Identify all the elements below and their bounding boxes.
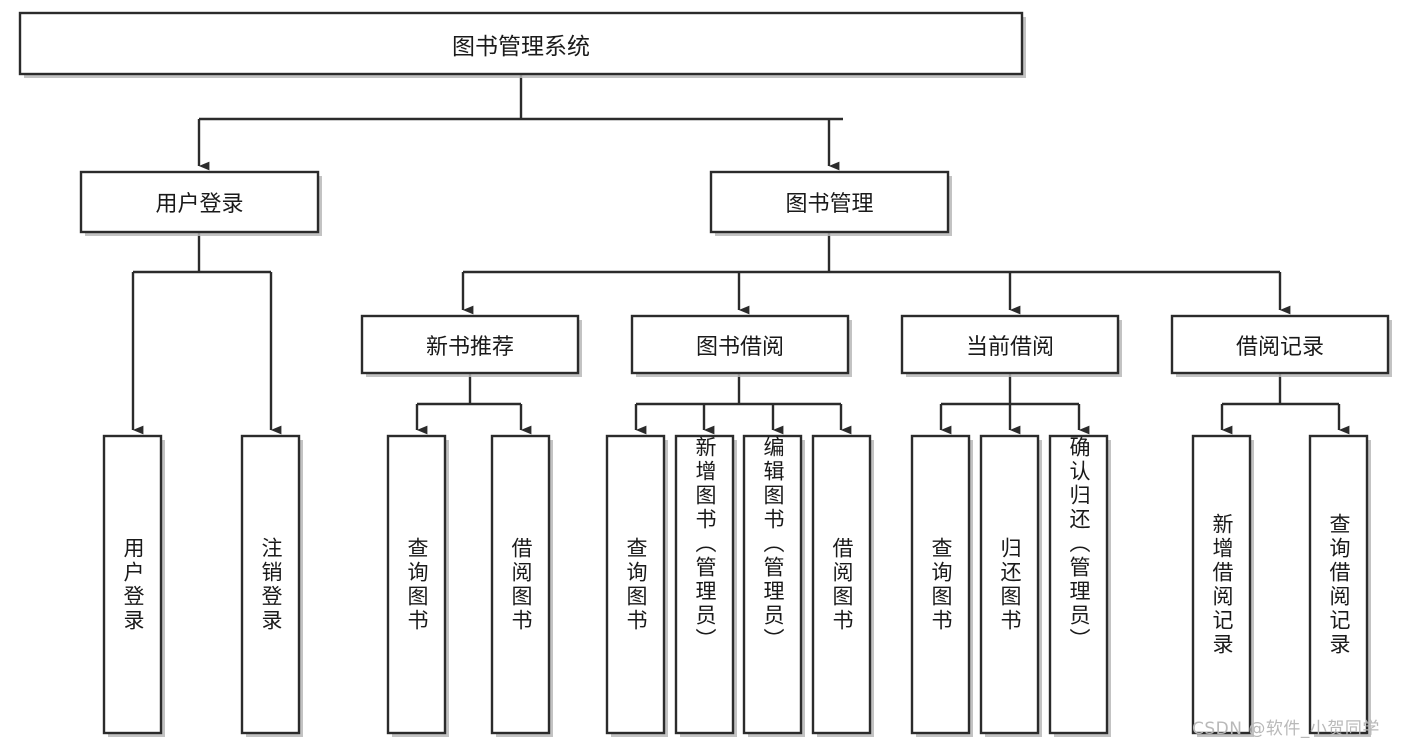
node-user-login[interactable]: [79, 170, 322, 236]
node-book-management[interactable]: [709, 170, 952, 236]
csdn-watermark: CSDN @软件_小贺同学: [1192, 719, 1380, 739]
node-leaf-query-book-3[interactable]: [910, 434, 973, 737]
node-leaf-confirm-return[interactable]: [1048, 434, 1111, 737]
node-current-borrow[interactable]: [900, 314, 1122, 377]
node-leaf-logout-login[interactable]: [240, 434, 303, 737]
node-new-book-recommend[interactable]: [360, 314, 582, 377]
node-borrow-record[interactable]: [1170, 314, 1392, 377]
node-leaf-add-record[interactable]: [1191, 434, 1254, 737]
node-leaf-borrow-book-2[interactable]: [811, 434, 874, 737]
node-leaf-edit-book[interactable]: [742, 434, 805, 737]
node-root[interactable]: [18, 11, 1026, 78]
node-leaf-user-login[interactable]: [102, 434, 165, 737]
node-leaf-query-record[interactable]: [1308, 434, 1371, 737]
node-leaf-borrow-book-1[interactable]: [490, 434, 553, 737]
connector-group: [131, 74, 1350, 435]
node-leaf-return-book[interactable]: [979, 434, 1042, 737]
node-leaf-query-book-2[interactable]: [605, 434, 668, 737]
node-leaf-add-book[interactable]: [674, 434, 737, 737]
node-leaf-query-book-1[interactable]: [386, 434, 449, 737]
node-book-borrow[interactable]: [630, 314, 852, 377]
